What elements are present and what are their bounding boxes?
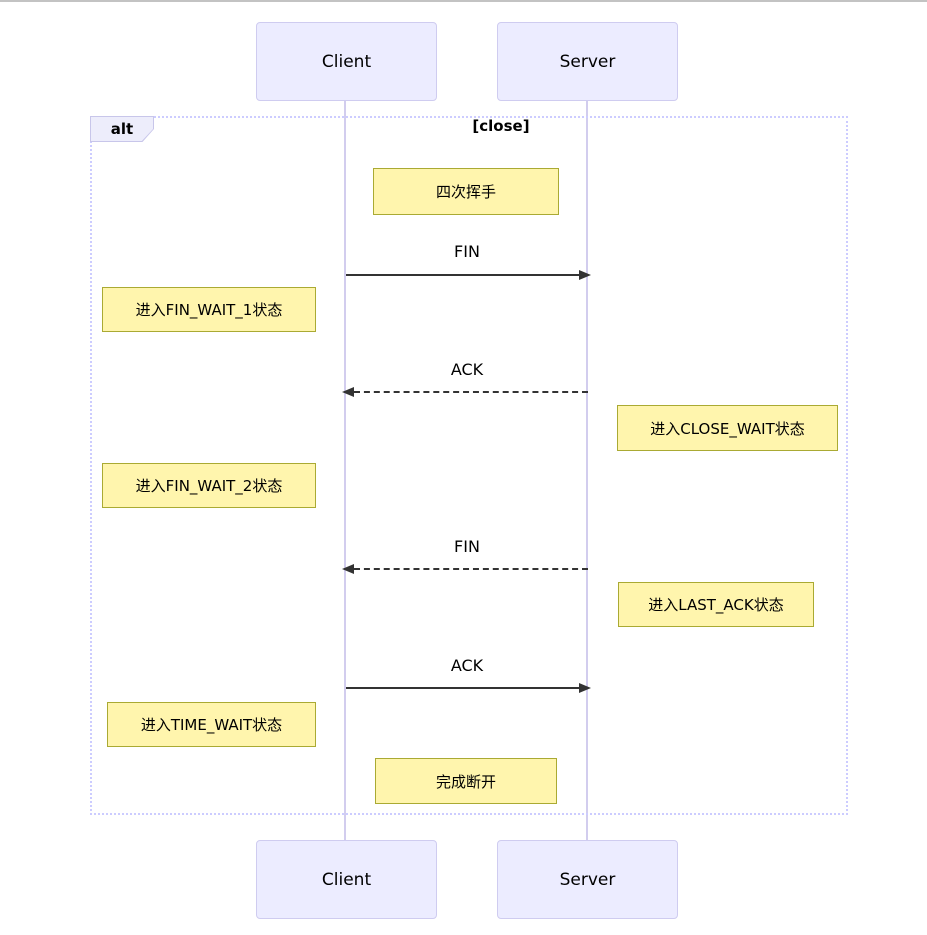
message-label-fin-1: FIN — [454, 242, 480, 261]
lifeline-server — [586, 101, 588, 840]
message-line-ack-2 — [346, 687, 580, 689]
note-disconnect-done: 完成断开 — [375, 758, 557, 804]
participant-server-bottom: Server — [497, 840, 678, 919]
participant-server-label: Server — [559, 869, 616, 890]
message-label-fin-2: FIN — [454, 537, 480, 556]
arrowhead-right-icon — [579, 683, 591, 693]
participant-server-top: Server — [497, 22, 678, 101]
alt-frame — [90, 116, 848, 815]
alt-guard-label: [close] — [472, 117, 530, 135]
note-close-wait: 进入CLOSE_WAIT状态 — [617, 405, 838, 451]
message-line-fin-1 — [346, 274, 580, 276]
participant-client-top: Client — [256, 22, 437, 101]
participant-client-label: Client — [321, 51, 372, 72]
participant-client-bottom: Client — [256, 840, 437, 919]
lifeline-client — [344, 101, 346, 840]
participant-server-label: Server — [559, 51, 616, 72]
message-line-fin-2 — [354, 568, 588, 570]
message-label-ack-1: ACK — [450, 360, 484, 379]
alt-frame-label: alt — [110, 120, 134, 138]
note-time-wait: 进入TIME_WAIT状态 — [107, 702, 316, 747]
note-fin-wait-1: 进入FIN_WAIT_1状态 — [102, 287, 316, 332]
arrowhead-left-icon — [342, 387, 354, 397]
message-label-ack-2: ACK — [450, 656, 484, 675]
arrowhead-right-icon — [579, 270, 591, 280]
note-last-ack: 进入LAST_ACK状态 — [618, 582, 814, 627]
note-fin-wait-2: 进入FIN_WAIT_2状态 — [102, 463, 316, 508]
participant-client-label: Client — [321, 869, 372, 890]
window-top-border — [0, 0, 927, 2]
message-line-ack-1 — [354, 391, 588, 393]
note-four-way-handshake: 四次挥手 — [373, 168, 559, 215]
alt-frame-tab-inner: alt — [91, 117, 153, 141]
arrowhead-left-icon — [342, 564, 354, 574]
alt-frame-tab: alt — [90, 116, 154, 142]
